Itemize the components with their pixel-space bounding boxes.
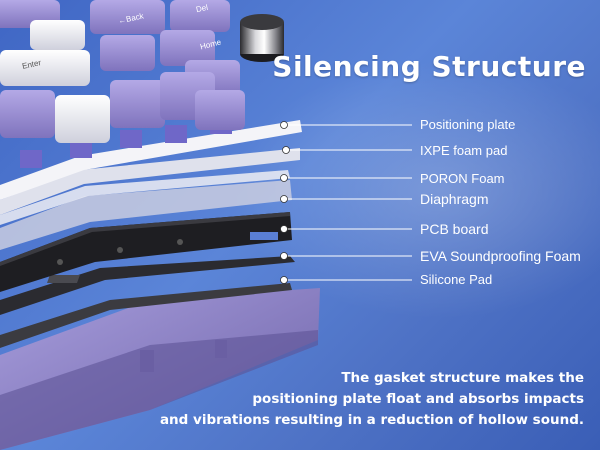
diaphragm-layer <box>0 170 292 250</box>
layer-label-diaphragm: Diaphragm <box>420 191 489 207</box>
volume-knob <box>240 14 284 62</box>
pcb-board-layer <box>0 212 292 292</box>
layer-label-eva-foam: EVA Soundproofing Foam <box>420 248 581 264</box>
layer-label-positioning-plate: Positioning plate <box>420 117 516 132</box>
positioning-plate-layer <box>0 120 302 215</box>
layer-label-ixpe-foam: IXPE foam pad <box>420 143 508 158</box>
layer-leader-lines <box>284 124 412 281</box>
layer-label-poron-foam: PORON Foam <box>420 171 505 186</box>
layer-label-silicone-pad: Silicone Pad <box>420 272 493 287</box>
silicone-pad-layer <box>0 283 292 348</box>
keyboard-case <box>0 288 320 450</box>
page-title: Silencing Structure <box>272 50 586 83</box>
caption-line-1: The gasket structure makes the <box>341 370 584 386</box>
layer-marker-dots <box>280 121 290 284</box>
caption-line-3: and vibrations resulting in a reduction … <box>159 412 584 428</box>
keycap-cluster <box>0 0 245 143</box>
layer-label-pcb-board: PCB board <box>420 221 489 237</box>
eva-foam-layer <box>0 256 295 315</box>
caption-line-2: positioning plate float and absorbs impa… <box>252 391 584 407</box>
